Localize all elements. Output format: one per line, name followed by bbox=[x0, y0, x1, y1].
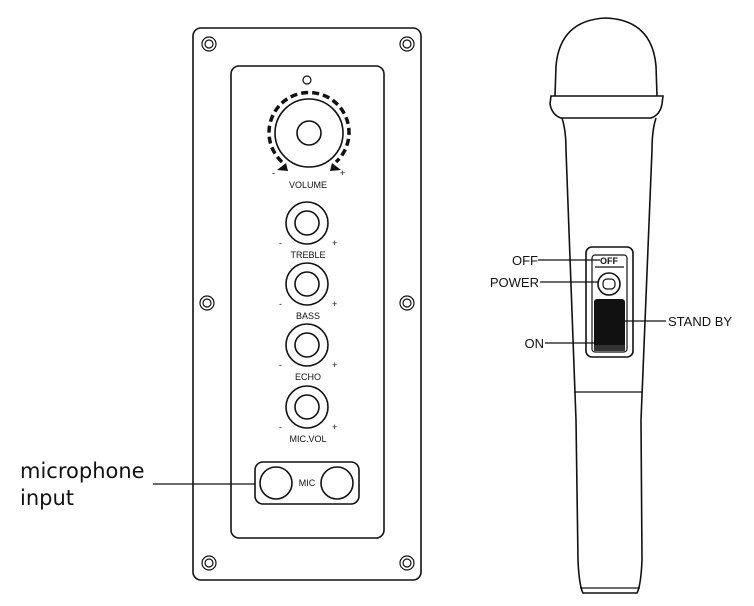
mic-switch-slider-tip bbox=[594, 345, 625, 351]
volume-knob[interactable] bbox=[267, 90, 351, 171]
echo-label: ECHO bbox=[295, 372, 321, 382]
echo-plus: + bbox=[332, 360, 337, 370]
microphone-input-label-line1: microphone bbox=[20, 459, 145, 483]
bass-plus: + bbox=[332, 299, 337, 309]
bass-minus: - bbox=[279, 299, 282, 309]
bass-knob[interactable] bbox=[285, 262, 329, 306]
volume-minus: - bbox=[272, 168, 275, 178]
mic-volume-minus: - bbox=[279, 422, 282, 432]
microphone-input-label-line2: input bbox=[20, 486, 74, 510]
mic-jack-housing[interactable] bbox=[254, 461, 360, 505]
off-label: OFF bbox=[512, 253, 538, 268]
volume-label: VOLUME bbox=[289, 180, 327, 190]
panel-outer-frame bbox=[192, 27, 422, 581]
mic-volume-label: MIC.VOL bbox=[289, 434, 326, 444]
mic-switch-slider[interactable] bbox=[594, 299, 625, 349]
control-panel: - + VOLUME - + TREBLE - + BASS - + ECHO bbox=[20, 27, 422, 581]
power-label: POWER bbox=[490, 275, 539, 290]
mic-volume-plus: + bbox=[332, 422, 337, 432]
echo-knob[interactable] bbox=[285, 323, 329, 367]
mic-grille bbox=[554, 17, 658, 97]
panel-inner-plate bbox=[230, 65, 385, 539]
screw-bottom-right bbox=[399, 555, 415, 571]
screw-top-left bbox=[201, 36, 217, 52]
screw-top-right bbox=[399, 36, 415, 52]
mic-volume-knob[interactable] bbox=[285, 385, 329, 429]
power-led bbox=[302, 75, 312, 85]
mic-jack-label: MIC bbox=[299, 478, 316, 488]
mic-switch-window bbox=[591, 254, 628, 353]
screw-middle-right bbox=[399, 295, 415, 311]
treble-plus: + bbox=[332, 238, 337, 248]
volume-scale-arc bbox=[267, 90, 351, 164]
mic-switch-recess bbox=[585, 246, 634, 358]
volume-plus: + bbox=[340, 168, 345, 178]
bass-label: BASS bbox=[296, 311, 320, 321]
echo-minus: - bbox=[279, 360, 282, 370]
treble-knob[interactable] bbox=[285, 201, 329, 245]
screw-middle-left bbox=[199, 295, 215, 311]
on-label: ON bbox=[525, 336, 545, 351]
treble-minus: - bbox=[279, 238, 282, 248]
mic-jack-left[interactable] bbox=[259, 466, 293, 500]
screw-bottom-left bbox=[201, 555, 217, 571]
mic-power-button[interactable] bbox=[597, 272, 621, 296]
mic-jack-right[interactable] bbox=[320, 466, 354, 500]
mic-switch-off-marking: OFF bbox=[600, 256, 618, 266]
stand-by-label: STAND BY bbox=[668, 314, 732, 329]
mic-grille-ring bbox=[549, 95, 664, 119]
mic-body bbox=[561, 117, 657, 594]
wireless-microphone: OFF OFF POWER ON STAND BY bbox=[490, 17, 732, 594]
treble-label: TREBLE bbox=[290, 250, 325, 260]
